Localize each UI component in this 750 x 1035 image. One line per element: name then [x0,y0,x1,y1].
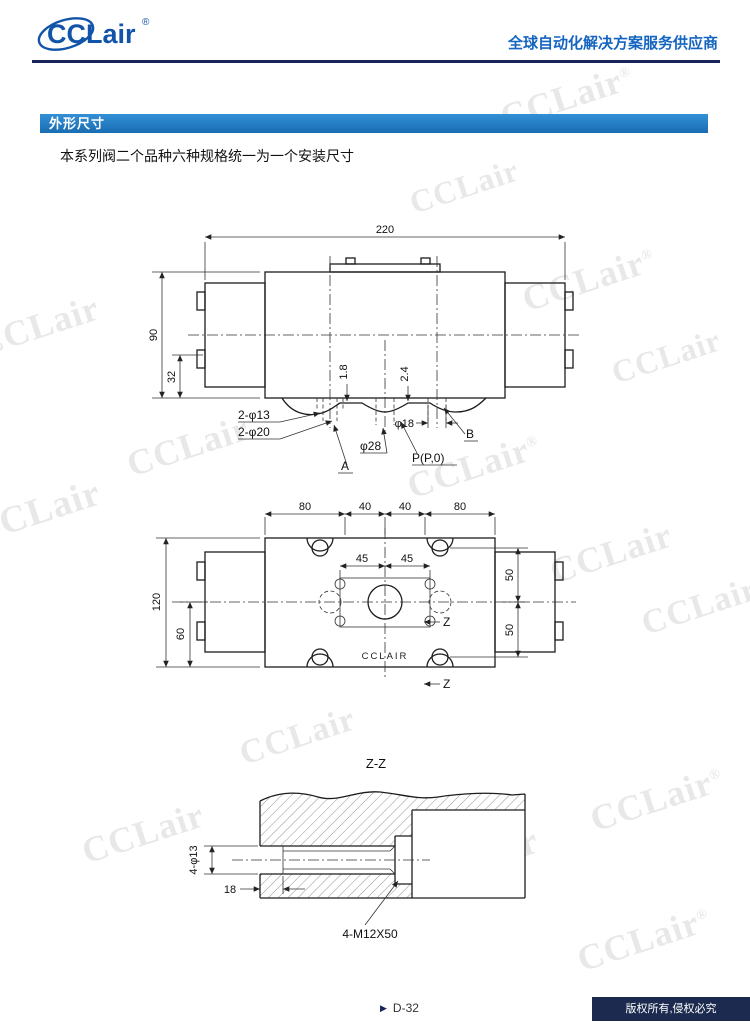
dim-plan-half-height: 60 [175,601,208,667]
section-title-label: Z-Z [366,756,386,771]
dim-220-label: 220 [376,224,394,236]
dim-2.4-label: 2.4 [399,366,411,381]
valve-body-outline [264,257,506,399]
port-pattern [172,528,576,680]
section-z-bottom-label: Z [443,677,450,691]
callout-port-b: B [443,407,478,442]
header-divider [32,60,720,63]
dim-45-right-label: 45 [401,553,413,565]
section-mark-bottom: Z [424,677,450,691]
section-mark-top: Z [424,615,450,629]
dim-80-left-label: 80 [299,501,311,513]
dim-4-phi13-label: 4-φ13 [188,845,200,874]
dim-90-label: 90 [148,329,160,341]
section-z-top-label: Z [443,615,450,629]
dim-row-top: 80 40 40 80 [264,501,496,535]
label-port-p: P(P,0) [412,451,444,465]
section-title-bar: 外形尺寸 [40,114,708,133]
copyright-bar: 版权所有,侵权必究 [592,997,750,1021]
callout-thread: 4-M12X50 [342,880,399,941]
dim-row-bolt-pattern: 45 45 [339,553,431,579]
dim-1.8-label: 1.8 [338,364,350,379]
dim-counterbore-depth: 18 [224,876,305,896]
section-block [259,791,526,899]
label-2-phi20: 2-φ20 [238,425,270,439]
intro-text: 本系列阀二个品种六种规格统一为一个安装尺寸 [60,148,354,164]
callout-port-a: A [333,424,353,474]
page-number: ▶ D-32 [380,1001,419,1015]
top-view-figure: 80 40 40 80 45 45 [110,500,670,710]
section-view-drawing: Z-Z [188,756,526,941]
dim-plan-height: 120 [151,537,260,668]
centerlines [188,256,582,434]
dim-50-bottom-label: 50 [504,624,516,636]
label-4-m12x50: 4-M12X50 [342,927,398,941]
dim-40-left-label: 40 [359,501,371,513]
dim-80-right-label: 80 [454,501,466,513]
dim-hole-diameter: 4-φ13 [188,845,258,875]
company-logo: CCLair ® [34,10,214,61]
valve-body-plan [196,537,564,668]
dim-120-label: 120 [151,593,163,611]
dim-port-height: 32 [166,354,203,398]
callout-port-p: P(P,0) [400,421,457,466]
page-number-text: D-32 [392,1001,419,1015]
callout-2-phi20: 2-φ20 [238,420,333,440]
dim-step-2_4: 2.4 [399,366,411,401]
label-port-a: A [341,459,349,473]
dim-port-b-diameter: φ18 [395,405,458,430]
section-view-figure: Z-Z [180,748,580,988]
dim-60-label: 60 [175,628,187,640]
dim-18-label: 18 [224,884,236,896]
callout-phi28: φ28 [360,427,388,454]
page-marker-icon: ▶ [380,1002,387,1013]
label-2-phi13: 2-φ13 [238,408,270,422]
logo-registered-mark: ® [142,17,150,28]
company-tagline: 全球自动化解决方案服务供应商 [507,35,718,52]
logo-text: CCLair [47,19,136,49]
side-view-figure: 220 [110,222,670,489]
mounting-base-profile [281,397,487,425]
dim-32-label: 32 [166,371,178,383]
logo-graphic: CCLair ® [37,17,150,51]
section-title: 外形尺寸 [49,116,106,131]
dim-overall-width: 220 [204,224,566,280]
label-phi28: φ28 [360,439,381,453]
dim-45-left-label: 45 [356,553,368,565]
dim-40-right-label: 40 [399,501,411,513]
side-view-drawing: 220 [148,224,582,474]
label-port-b: B [466,427,474,441]
body-brand-text: CCLAIR [362,651,409,662]
dim-overall-height: 90 [148,271,260,399]
callout-2-phi13: 2-φ13 [238,408,321,423]
top-view-drawing: 80 40 40 80 45 45 [151,501,576,691]
dim-hole-spacing: 50 50 [450,547,528,658]
threaded-hole [232,809,525,898]
mounting-ears [306,537,454,668]
logo-swoosh-icon [37,17,95,51]
dim-50-top-label: 50 [504,569,516,581]
dim-step-1_8: 1.8 [338,364,350,401]
